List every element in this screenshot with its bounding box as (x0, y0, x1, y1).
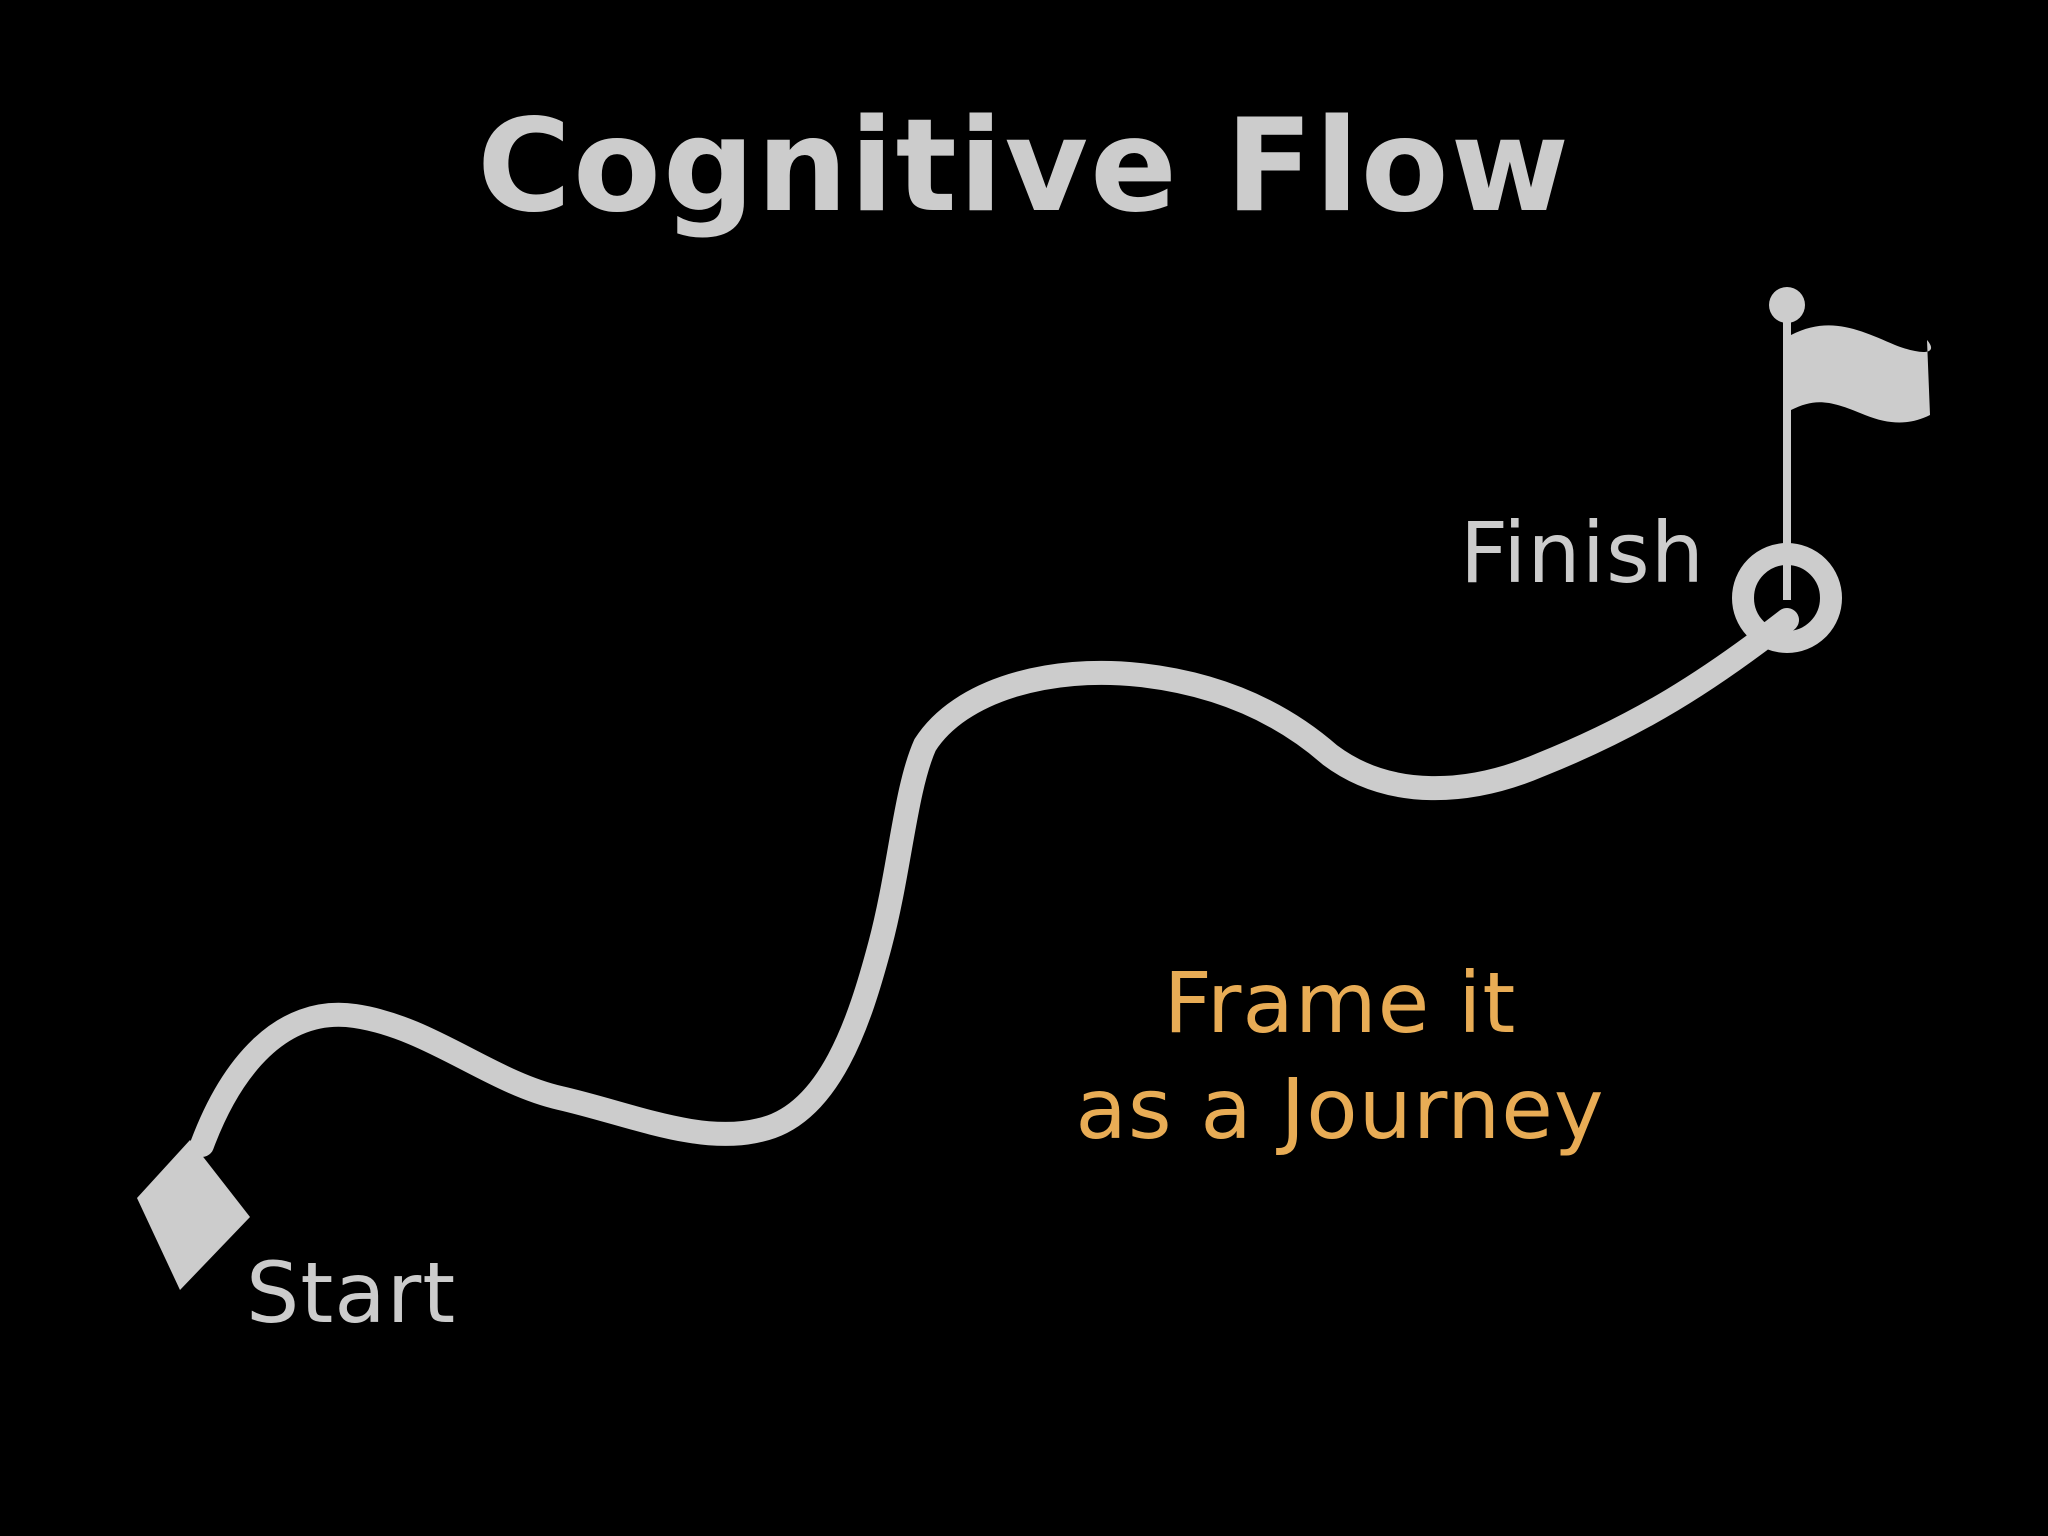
tagline-line-1: Frame it (1164, 954, 1517, 1052)
page-title: Cognitive Flow (477, 92, 1571, 241)
start-label: Start (246, 1244, 456, 1342)
finish-label: Finish (1460, 504, 1705, 602)
flag-icon (1769, 287, 1932, 600)
journey-path (190, 608, 1799, 1157)
start-marker-icon (137, 1140, 250, 1290)
tagline-line-2: as a Journey (1075, 1060, 1604, 1158)
